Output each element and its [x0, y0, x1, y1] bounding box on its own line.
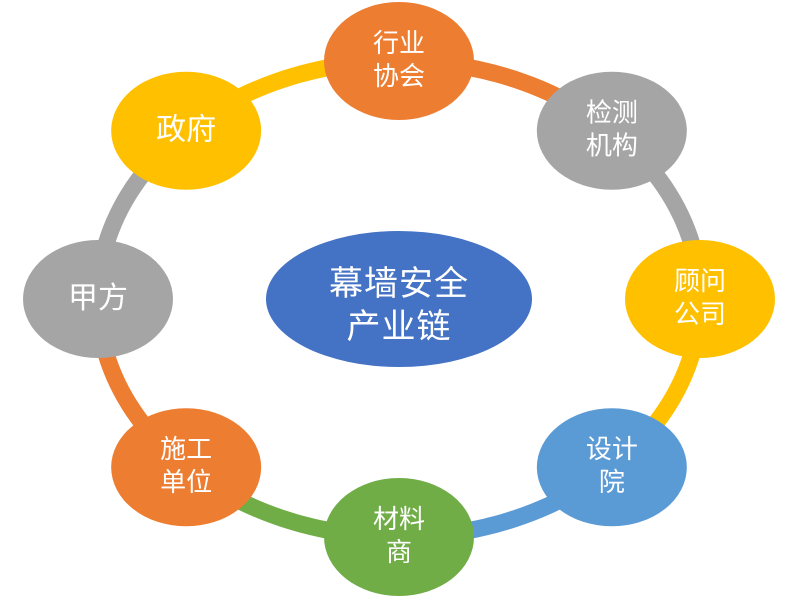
cycle-node-government[interactable]: 政府: [111, 71, 262, 190]
node-label-testing-institution-line2: 机构: [586, 131, 638, 161]
center-hub-ellipse[interactable]: [266, 231, 532, 367]
node-label-design-institute-line2: 院: [599, 467, 625, 497]
cycle-node-material-supplier[interactable]: 材料商: [324, 478, 474, 596]
node-label-consulting-company-line1: 顾问: [674, 266, 726, 296]
node-ellipse-testing-institution[interactable]: [536, 71, 687, 190]
node-label-material-supplier-line2: 商: [386, 537, 412, 567]
node-ellipse-construction-unit[interactable]: [111, 408, 262, 527]
node-label-consulting-company-line2: 公司: [674, 299, 726, 329]
node-label-construction-unit-line2: 单位: [160, 467, 212, 497]
node-label-industry-association-line2: 协会: [373, 61, 425, 91]
node-label-construction-unit-line1: 施工: [160, 434, 212, 464]
node-ellipse-consulting-company[interactable]: [625, 240, 775, 358]
node-label-party-a: 甲方: [68, 282, 128, 315]
cycle-node-party-a[interactable]: 甲方: [23, 240, 173, 358]
node-ellipse-party-a[interactable]: [23, 240, 173, 358]
node-label-government: 政府: [156, 114, 216, 147]
center-hub-label-line1: 幕墙安全: [329, 265, 469, 303]
center-hub-label-line2: 产业链: [347, 308, 452, 346]
center-hub-layer: 幕墙安全 产业链: [266, 231, 532, 367]
node-label-industry-association-line1: 行业: [373, 28, 425, 58]
node-ellipse-material-supplier[interactable]: [324, 478, 474, 596]
node-label-testing-institution-line1: 检测: [586, 98, 638, 128]
node-ellipse-industry-association[interactable]: [324, 2, 474, 120]
node-ellipse-government[interactable]: [111, 71, 262, 190]
cycle-node-design-institute[interactable]: 设计院: [536, 408, 687, 527]
node-ellipse-design-institute[interactable]: [536, 408, 687, 527]
node-label-material-supplier-line1: 材料: [373, 504, 425, 534]
node-label-design-institute-line1: 设计: [586, 434, 638, 464]
